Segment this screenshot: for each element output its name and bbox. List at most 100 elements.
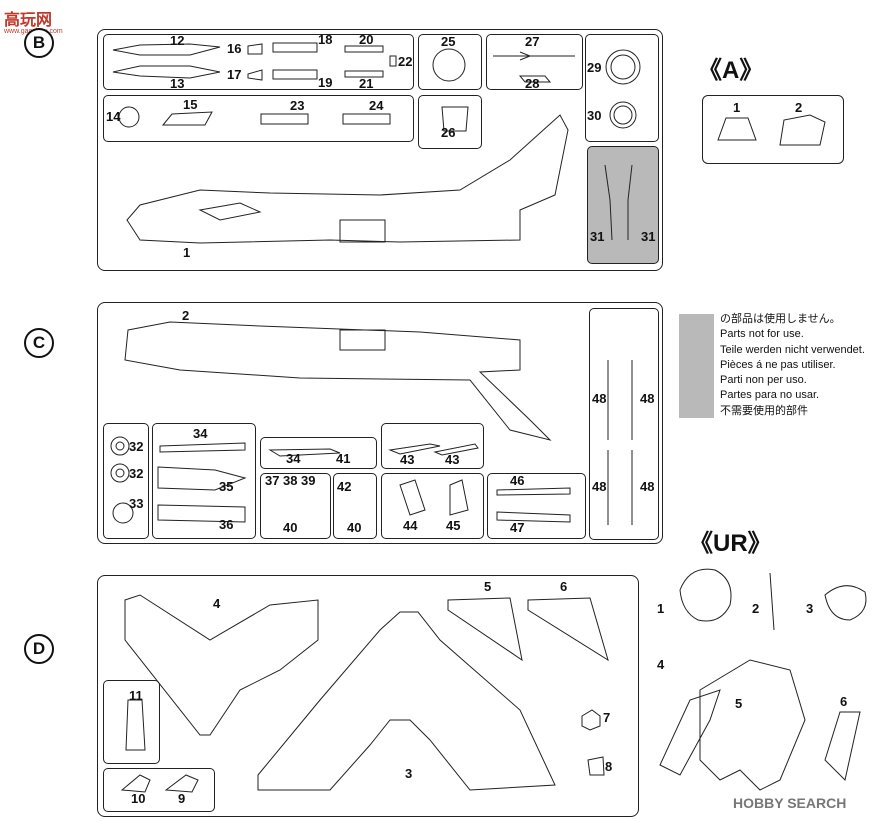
- part-b-22: 22: [398, 54, 413, 69]
- part-d-7: 7: [603, 710, 611, 725]
- part-b-28: 28: [525, 76, 540, 91]
- part-b-25: 25: [441, 34, 456, 49]
- sprue-c-cell-43: [381, 423, 484, 469]
- legend-line-fr: Pièces á ne pas utiliser.: [720, 358, 836, 371]
- part-d-9: 9: [178, 791, 186, 806]
- part-b-12: 12: [170, 33, 185, 48]
- sprue-c-cell-42-40: [333, 473, 377, 539]
- legend-line-es: Partes para no usar.: [720, 389, 820, 402]
- part-c-35: 35: [219, 479, 234, 494]
- part-c-34-b: 34: [286, 451, 301, 466]
- part-c-2: 2: [182, 308, 190, 323]
- part-b-24: 24: [369, 98, 384, 113]
- part-c-40-b: 40: [347, 520, 362, 535]
- part-b-31-left: 31: [590, 229, 605, 244]
- part-d-5: 5: [484, 579, 492, 594]
- part-d-8: 8: [605, 759, 613, 774]
- part-b-26: 26: [441, 125, 456, 140]
- group-ur-title: 《UR》: [689, 530, 772, 557]
- section-b-marker: B: [24, 28, 54, 58]
- part-b-17: 17: [227, 67, 242, 82]
- unused-parts-legend: の部品は使用しません。 Parts not for use. Teile wer…: [720, 312, 865, 419]
- legend-line-de: Teile werden nicht verwendet.: [720, 343, 865, 356]
- part-c-48-b: 48: [640, 391, 655, 406]
- part-c-43-a: 43: [400, 452, 415, 467]
- part-ur-4: 4: [657, 657, 665, 672]
- part-ur-3: 3: [806, 601, 814, 616]
- part-d-11: 11: [129, 688, 143, 703]
- part-c-41: 41: [336, 451, 351, 466]
- part-b-20: 20: [359, 32, 374, 47]
- part-c-33: 33: [129, 496, 144, 511]
- part-b-19: 19: [318, 75, 333, 90]
- part-b-1: 1: [183, 245, 191, 260]
- part-c-44: 44: [403, 518, 418, 533]
- sprue-d-cell-10-9: [103, 768, 215, 812]
- part-a-1: 1: [733, 100, 741, 115]
- legend-line-ja: の部品は使用しません。: [720, 313, 841, 325]
- part-d-3: 3: [405, 766, 413, 781]
- part-b-31-right: 31: [641, 229, 656, 244]
- sprue-b-cell-29-30: [585, 34, 659, 142]
- part-c-32-a: 32: [129, 439, 144, 454]
- part-c-42: 42: [337, 479, 352, 494]
- part-b-29: 29: [587, 60, 602, 75]
- part-b-23: 23: [290, 98, 305, 113]
- part-c-38: 38: [283, 473, 298, 488]
- part-c-43-b: 43: [445, 452, 460, 467]
- part-c-48-a: 48: [592, 391, 607, 406]
- sprue-b-cell-31-unused: [587, 146, 659, 264]
- part-ur-1: 1: [657, 601, 665, 616]
- sprue-c-cell-44-45: [381, 473, 484, 539]
- sprue-b-cell-12-22: [103, 34, 414, 90]
- part-d-4: 4: [213, 596, 221, 611]
- part-ur-5: 5: [735, 696, 743, 711]
- part-c-40-a: 40: [283, 520, 298, 535]
- part-ur-6: 6: [840, 694, 848, 709]
- sprue-c-cell-34-36: [152, 423, 256, 539]
- legend-line-it: Parti non per uso.: [720, 374, 807, 387]
- part-c-32-b: 32: [129, 466, 144, 481]
- sprue-b-cell-26: [418, 95, 482, 149]
- part-b-16: 16: [227, 41, 242, 56]
- legend-line-zh: 不需要使用的部件: [720, 404, 808, 417]
- part-d-6: 6: [560, 579, 568, 594]
- part-b-13: 13: [170, 76, 185, 91]
- hobby-search-watermark: HOBBY SEARCH: [733, 795, 846, 811]
- part-c-37: 37: [265, 473, 280, 488]
- sprue-d: [97, 575, 639, 817]
- part-c-46: 46: [510, 473, 525, 488]
- part-c-45: 45: [446, 518, 461, 533]
- sprue-c-cell-34-41: [260, 437, 377, 469]
- sprue-b-cell-14-24: [103, 95, 414, 142]
- sprue-c-cell-46-47: [487, 473, 586, 539]
- watermark-text: HOBBY SEARCH: [733, 795, 847, 811]
- part-b-21: 21: [359, 76, 374, 91]
- part-a-2: 2: [795, 100, 803, 115]
- part-c-48-d: 48: [640, 479, 655, 494]
- part-c-48-c: 48: [592, 479, 607, 494]
- group-a-frame: [702, 95, 844, 164]
- part-b-18: 18: [318, 32, 333, 47]
- unused-parts-swatch: [679, 314, 714, 418]
- part-b-15: 15: [183, 97, 198, 112]
- part-c-39: 39: [301, 473, 316, 488]
- group-a-title: 《A》: [698, 57, 764, 84]
- sprue-b-cell-27-28: [486, 34, 583, 90]
- part-c-34-a: 34: [193, 426, 208, 441]
- sprue-c-cell-37-40: [260, 473, 331, 539]
- sprue-c-cell-32-33: [103, 423, 149, 539]
- part-c-47: 47: [510, 520, 525, 535]
- sprue-d-cell-11: [103, 680, 160, 764]
- section-d-marker: D: [24, 634, 54, 664]
- part-b-30: 30: [587, 108, 602, 123]
- part-c-36: 36: [219, 517, 234, 532]
- sprue-c-cell-48: [589, 308, 659, 540]
- sprue-b: [97, 29, 663, 271]
- part-b-27: 27: [525, 34, 540, 49]
